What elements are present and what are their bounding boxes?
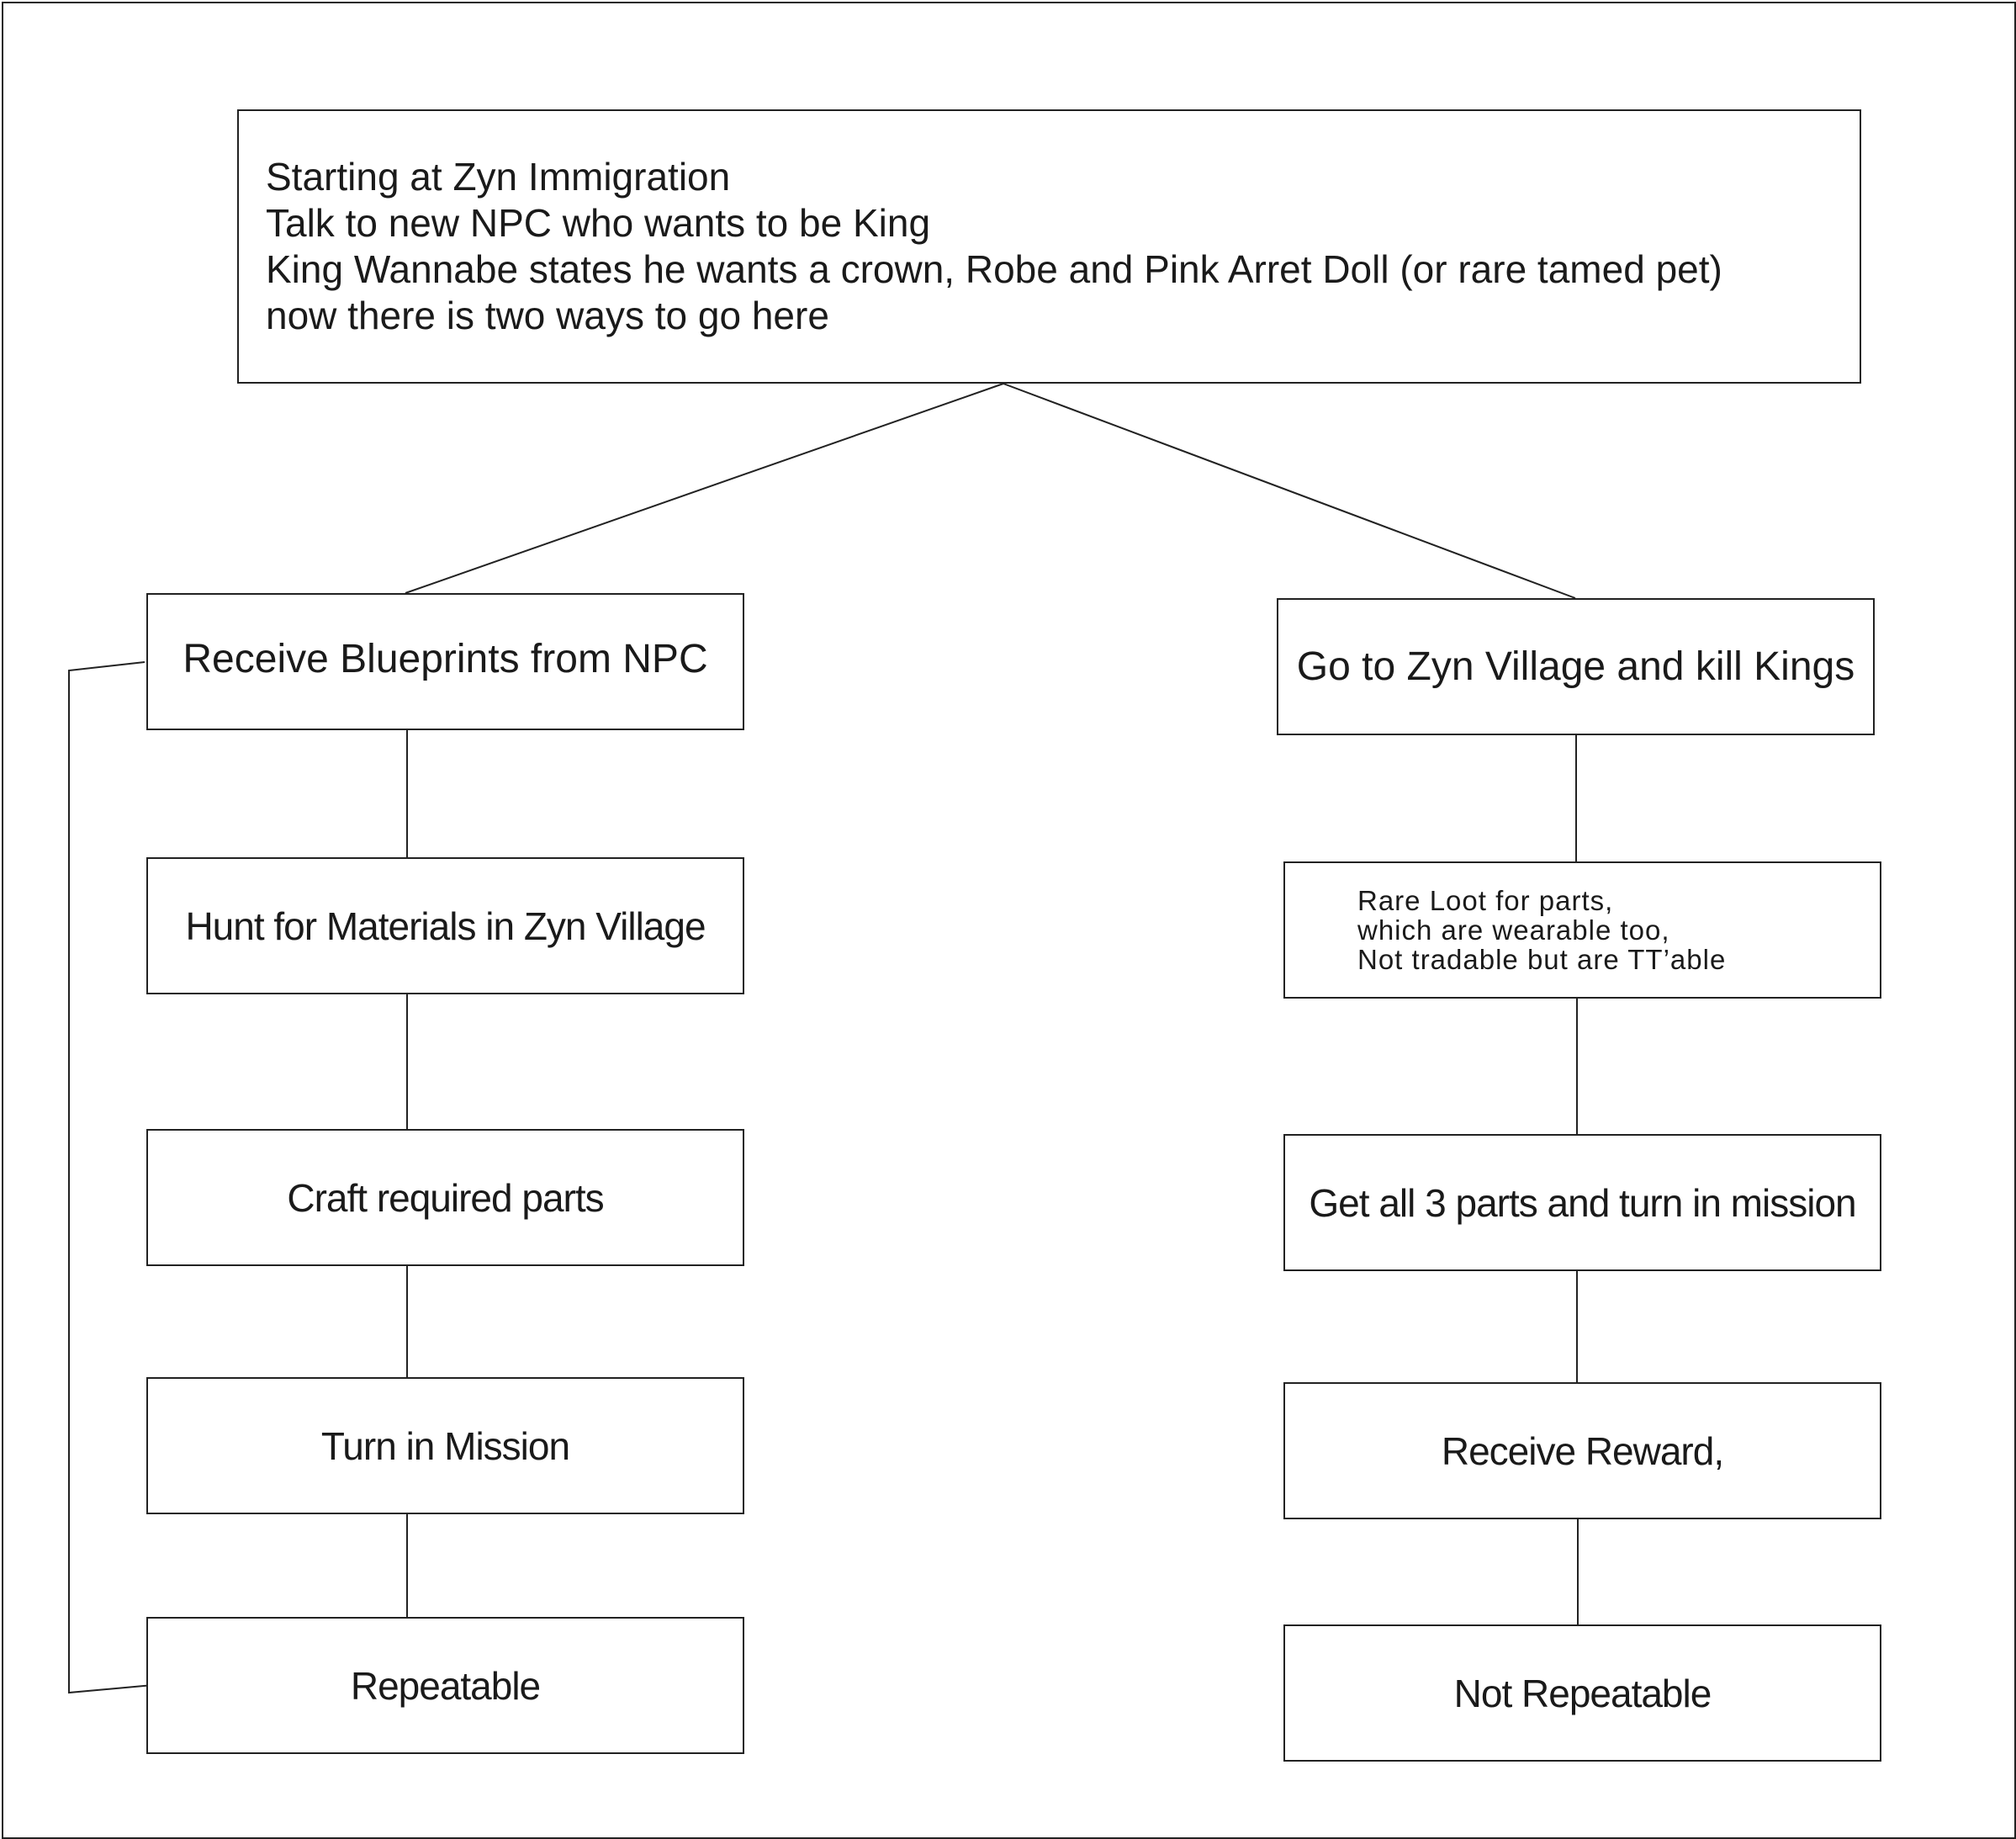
repeatable-label: Repeatable xyxy=(350,1663,541,1708)
turn-in-mission-label: Turn in Mission xyxy=(320,1423,570,1468)
start-line: Talk to new NPC who wants to be King xyxy=(266,201,931,245)
receive-blueprints-box: Receive Blueprints from NPC xyxy=(146,593,744,730)
craft-parts-box: Craft required parts xyxy=(146,1129,744,1266)
start-line: King Wannabe states he wants a crown, Ro… xyxy=(266,247,1722,291)
receive-reward-label: Receive Reward, xyxy=(1441,1428,1724,1473)
rare-loot-line: Not tradable but are TT’able xyxy=(1357,944,1727,975)
start-text: Starting at Zyn Immigration Talk to new … xyxy=(266,154,1722,339)
turn-in-mission-box: Turn in Mission xyxy=(146,1377,744,1514)
repeatable-box: Repeatable xyxy=(146,1617,744,1754)
rare-loot-box: Rare Loot for parts, which are wearable … xyxy=(1283,861,1881,999)
receive-blueprints-label: Receive Blueprints from NPC xyxy=(183,637,708,681)
start-box: Starting at Zyn Immigration Talk to new … xyxy=(237,109,1861,384)
receive-reward-box: Receive Reward, xyxy=(1283,1382,1881,1519)
rare-loot-line: Rare Loot for parts, xyxy=(1357,885,1614,916)
not-repeatable-label: Not Repeatable xyxy=(1453,1671,1712,1715)
rare-loot-text: Rare Loot for parts, which are wearable … xyxy=(1357,886,1726,974)
not-repeatable-box: Not Repeatable xyxy=(1283,1624,1881,1762)
start-line: Starting at Zyn Immigration xyxy=(266,155,731,199)
craft-parts-label: Craft required parts xyxy=(287,1175,604,1220)
connector-start-to-left xyxy=(405,383,1004,594)
hunt-materials-label: Hunt for Materials in Zyn Village xyxy=(185,904,706,948)
kill-kings-label: Go to Zyn Village and kill Kings xyxy=(1296,644,1855,689)
rare-loot-line: which are wearable too, xyxy=(1357,914,1670,946)
kill-kings-box: Go to Zyn Village and kill Kings xyxy=(1277,598,1875,735)
get-parts-box: Get all 3 parts and turn in mission xyxy=(1283,1134,1881,1271)
hunt-materials-box: Hunt for Materials in Zyn Village xyxy=(146,857,744,994)
get-parts-label: Get all 3 parts and turn in mission xyxy=(1309,1180,1856,1225)
connector-start-to-right xyxy=(1003,383,1576,599)
start-line: now there is two ways to go here xyxy=(266,294,829,337)
repeat-loop-connector xyxy=(68,661,154,1694)
